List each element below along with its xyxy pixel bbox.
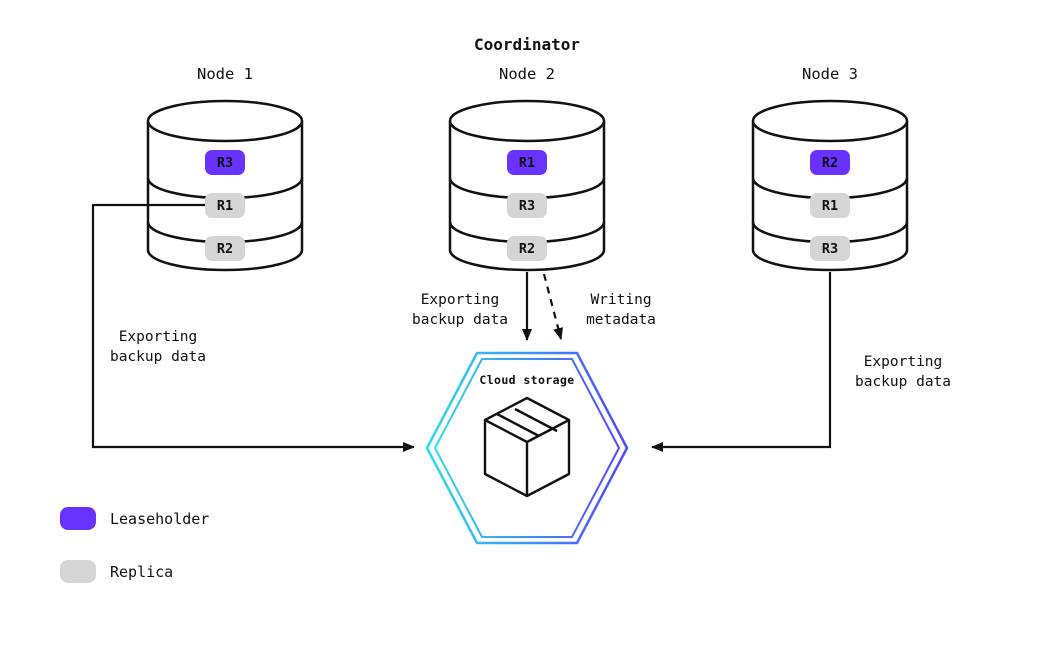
node-1-replica-3: R2 [205,236,245,261]
cube-inner-edges [484,418,570,496]
edge-label-line: Exporting [421,292,500,308]
replica-badge [507,236,547,261]
cube-detail-lines [496,407,558,438]
node-1-label: Node 1 [197,65,253,83]
node-2-label: Node 2 [499,65,555,83]
replica-label: R2 [822,155,838,171]
replica-label: R1 [822,198,838,214]
legend: Leaseholder Replica [60,507,209,583]
node-3-replica-1: R2 [810,150,850,175]
edge-label-line: backup data [855,374,951,390]
cylinder-top [448,99,606,143]
node-1: Node 1 R3 R1 R2 [146,65,304,272]
legend-label-replica: Replica [110,563,173,581]
cube-icon [483,396,571,498]
cylinder-top [751,99,909,143]
replica-label: R2 [519,241,535,257]
leaseholder-badge [810,150,850,175]
cloud-hexagon-inner [433,358,621,538]
node-3-replica-2: R1 [810,193,850,218]
cylinder-top [146,99,304,143]
replica-label: R3 [822,241,838,257]
node-2-replica-1: R1 [507,150,547,175]
edge-label-node2-export: Exporting backup data [412,292,508,328]
leaseholder-badge [507,150,547,175]
legend-label-leaseholder: Leaseholder [110,510,209,528]
replica-badge [507,193,547,218]
replica-badge [810,236,850,261]
replica-swatch [60,560,96,583]
node-3: Node 3 R2 R1 R3 [751,65,909,272]
node-3-label: Node 3 [802,65,858,83]
cloud-storage-label: Cloud storage [479,373,574,387]
replica-badge [205,193,245,218]
edge-label-node1-export: Exporting backup data [110,329,206,365]
node-1-replica-1: R3 [205,150,245,175]
replica-badge [205,236,245,261]
replica-label: R2 [217,241,233,257]
node-2: Node 2 R1 R3 R2 [448,65,606,272]
node-1-replica-2: R1 [205,193,245,218]
cloud-hexagon-outer [425,351,629,545]
edge-label-node3-export: Exporting backup data [855,354,951,390]
replica-label: R3 [519,198,535,214]
leaseholder-badge [205,150,245,175]
arrow-node3-to-cloud [651,272,832,452]
edge-label-node2-metadata: Writing metadata [586,292,656,328]
edge-label-line: Exporting [864,354,943,370]
replica-label: R1 [519,155,535,171]
node-2-replica-2: R3 [507,193,547,218]
node-3-replica-3: R3 [810,236,850,261]
edge-label-line: Exporting [119,329,198,345]
replica-label: R3 [217,155,233,171]
edge-label-line: backup data [110,349,206,365]
edge-label-line: backup data [412,312,508,328]
arrow-node1-to-cloud [91,203,415,452]
replica-label: R1 [217,198,233,214]
diagram-title: Coordinator [474,35,580,54]
arrow-node2-metadata-to-cloud [542,273,564,340]
edge-label-line: metadata [586,312,656,328]
legend-item-replica: Replica [60,560,173,583]
edge-label-line: Writing [590,292,651,308]
replica-badge [810,193,850,218]
cloud-storage: Cloud storage [425,351,629,545]
legend-item-leaseholder: Leaseholder [60,507,209,530]
node-2-replica-3: R2 [507,236,547,261]
leaseholder-swatch [60,507,96,530]
